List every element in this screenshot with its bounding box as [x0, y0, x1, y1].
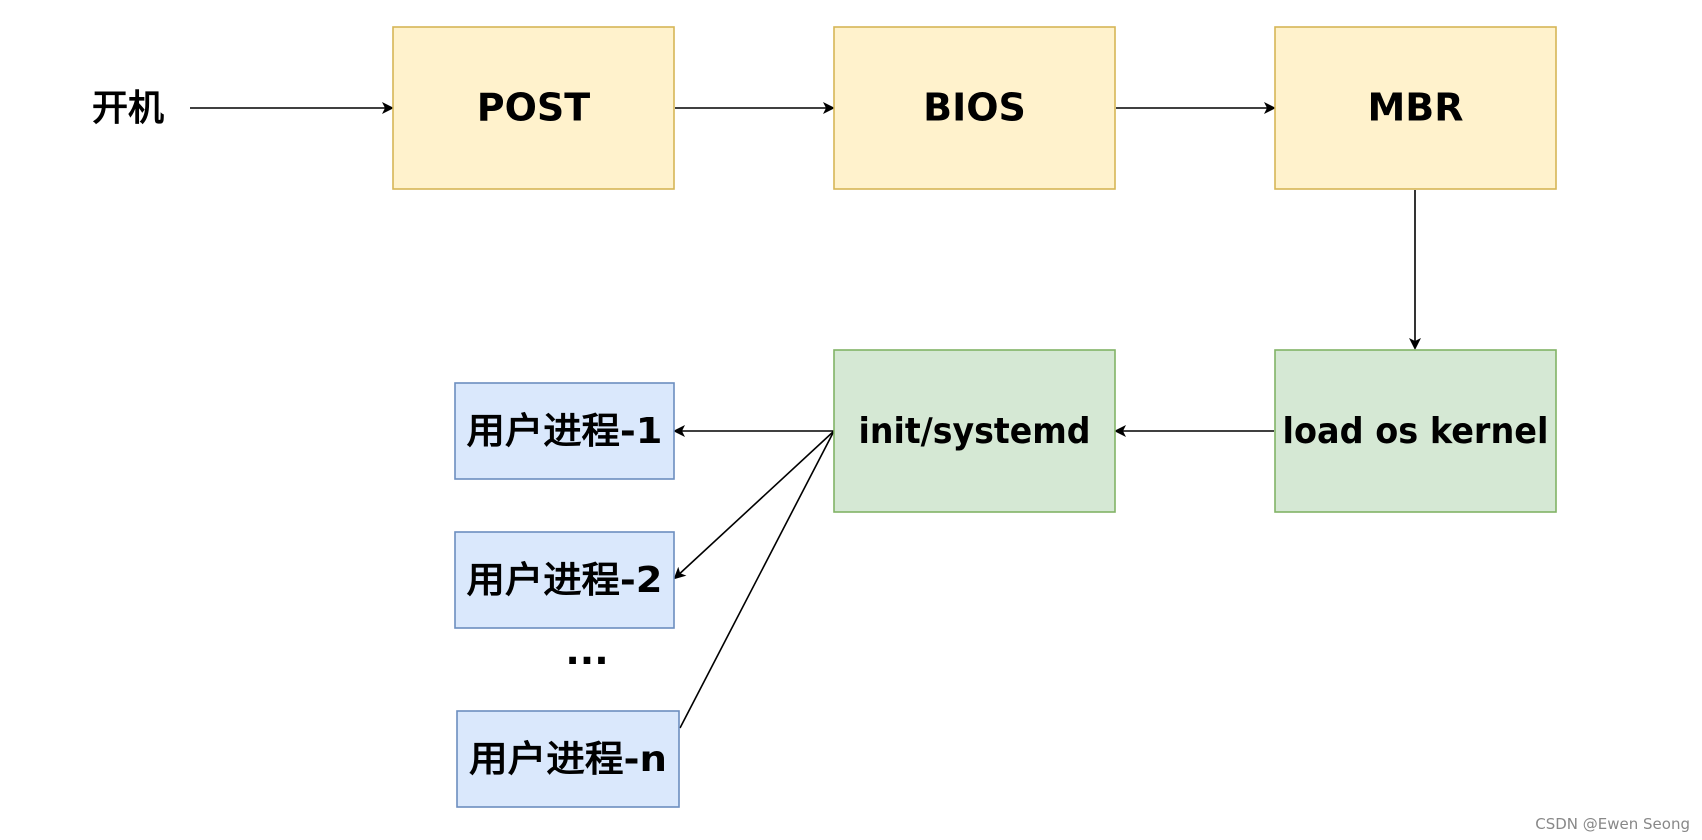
node-proc-2-label: 用户进程-2: [467, 560, 663, 601]
node-mbr-label: MBR: [1367, 86, 1463, 130]
node-init-label: init/systemd: [859, 411, 1091, 452]
watermark-text: CSDN @Ewen Seong: [1535, 815, 1690, 833]
edge-init-to-procn: [679, 430, 835, 729]
node-bios-box: [833, 26, 1116, 190]
node-proc-2-box: [454, 531, 675, 629]
node-init-box: [833, 349, 1116, 513]
node-post-label: POST: [477, 86, 591, 130]
node-post-box: [392, 26, 675, 190]
node-bios-label: BIOS: [923, 86, 1026, 130]
start-label: 开机: [92, 88, 164, 129]
node-kernel-box: [1274, 349, 1557, 513]
node-proc-1-box: [454, 382, 675, 480]
node-init[interactable]: init/systemd: [833, 349, 1116, 513]
node-kernel-label: load os kernel: [1283, 411, 1549, 452]
node-kernel[interactable]: load os kernel: [1274, 349, 1557, 513]
node-proc-n-label: 用户进程-n: [469, 739, 667, 780]
node-bios[interactable]: BIOS: [833, 26, 1116, 190]
node-post[interactable]: POST: [392, 26, 675, 190]
node-proc-n-box: [456, 710, 680, 808]
node-mbr[interactable]: MBR: [1274, 26, 1557, 190]
node-proc-1[interactable]: 用户进程-1: [454, 382, 675, 480]
edges: [190, 102, 1421, 729]
node-proc-1-label: 用户进程-1: [467, 411, 663, 452]
node-proc-2[interactable]: 用户进程-2: [454, 531, 675, 629]
edge-init-to-proc2: [673, 430, 835, 580]
node-mbr-box: [1274, 26, 1557, 190]
ellipsis-label: ...: [565, 629, 608, 673]
node-proc-n[interactable]: 用户进程-n: [456, 710, 680, 808]
